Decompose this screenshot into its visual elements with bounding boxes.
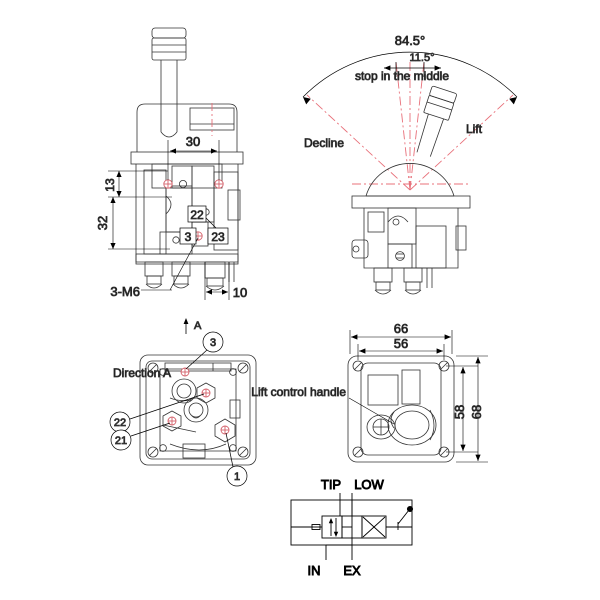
handle-shaft [160, 60, 178, 138]
balloon-1: 1 [234, 471, 240, 483]
dim-hole-height-58: 58 [452, 405, 467, 419]
panel-view: 66 56 58 68 Lift control handle [251, 321, 488, 463]
port-label-tip: TIP [321, 477, 341, 492]
direction-a-plate [139, 354, 257, 466]
section-label-a: A [194, 320, 202, 332]
tag-23: 23 [211, 230, 225, 244]
dim-depth-10: 10 [233, 285, 247, 300]
front-view: 30 13 32 10 3-M6 22 3 23 [95, 27, 248, 300]
dim-width-30: 30 [186, 134, 200, 149]
tilted-handle [416, 85, 457, 157]
hydraulic-schematic: TIP LOW IN EX [290, 477, 414, 578]
dim-hole-width-56: 56 [394, 336, 408, 351]
front-dimension-lines [108, 140, 230, 300]
side-view: 84.5° 11.5° stop in the middle Decline L… [302, 33, 518, 295]
hex-nut-left [162, 410, 182, 432]
label-direction-a: Direction A [113, 366, 171, 380]
swing-arc [302, 51, 518, 105]
label-lift: Lift [466, 122, 483, 136]
balloon-22: 22 [114, 417, 126, 429]
handle-knob [151, 27, 187, 61]
hex-nut-lower-right [214, 418, 236, 443]
tag-22: 22 [190, 208, 204, 222]
balloon-21: 21 [115, 435, 127, 447]
side-port-fittings [373, 267, 433, 295]
label-decline: Decline [304, 136, 344, 150]
note-stop-in-middle: stop in the middle [355, 69, 449, 83]
tag-3: 3 [185, 230, 192, 244]
angle-total-84-5: 84.5° [395, 33, 426, 48]
direction-a-view: A [109, 318, 257, 487]
front-part-tag-boxes [179, 205, 229, 245]
balloon-3: 3 [210, 337, 216, 349]
panel-dimension-lines [348, 330, 488, 463]
dim-outer-width-66: 66 [394, 321, 408, 336]
callout-lift-control-handle: Lift control handle [251, 385, 346, 399]
note-3-m6: 3-M6 [110, 284, 140, 299]
hex-nut-upper [196, 382, 216, 404]
section-arrow-a [183, 318, 189, 334]
direction-a-balloons [109, 331, 248, 487]
port-label-in: IN [308, 563, 321, 578]
angle-detent-11-5: 11.5° [410, 52, 435, 64]
dim-height-32: 32 [95, 216, 110, 230]
dim-height-13: 13 [103, 178, 117, 192]
dim-outer-height-68: 68 [469, 405, 484, 419]
port-label-ex: EX [343, 563, 361, 578]
port-label-low: LOW [354, 477, 384, 492]
side-valve-body [351, 195, 471, 269]
